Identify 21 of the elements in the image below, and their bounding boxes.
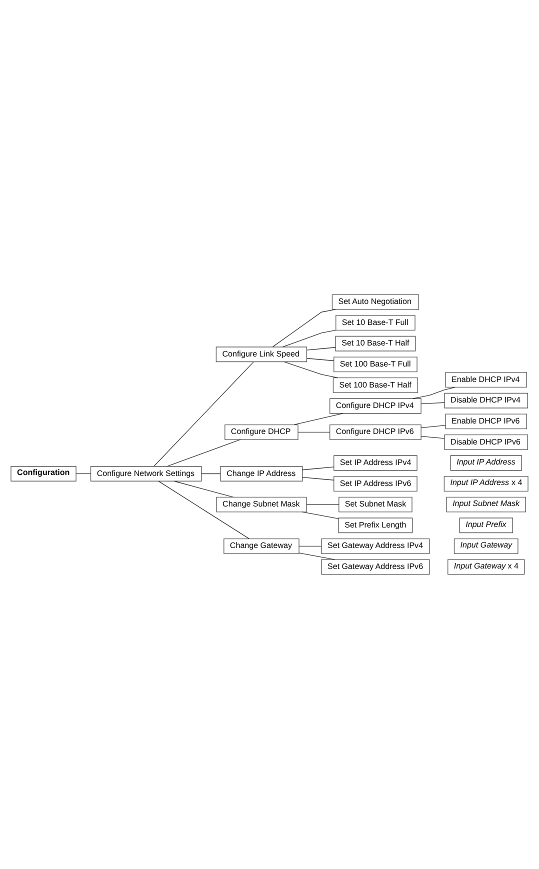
connector — [154, 362, 254, 467]
connector — [302, 512, 339, 519]
connector — [166, 439, 241, 467]
connector — [174, 480, 234, 498]
connector — [201, 473, 221, 474]
connector — [158, 480, 250, 540]
connector — [302, 477, 334, 480]
connector — [412, 386, 456, 399]
connector — [420, 436, 445, 439]
connector — [294, 413, 344, 426]
connector — [284, 361, 338, 378]
connector — [298, 552, 336, 560]
connector — [282, 330, 336, 348]
connector — [272, 309, 336, 348]
connector — [302, 466, 334, 470]
connector — [420, 402, 445, 404]
connector — [306, 504, 340, 505]
connector — [306, 347, 336, 350]
connector — [420, 425, 446, 428]
connector — [76, 473, 91, 474]
connector — [306, 358, 334, 362]
